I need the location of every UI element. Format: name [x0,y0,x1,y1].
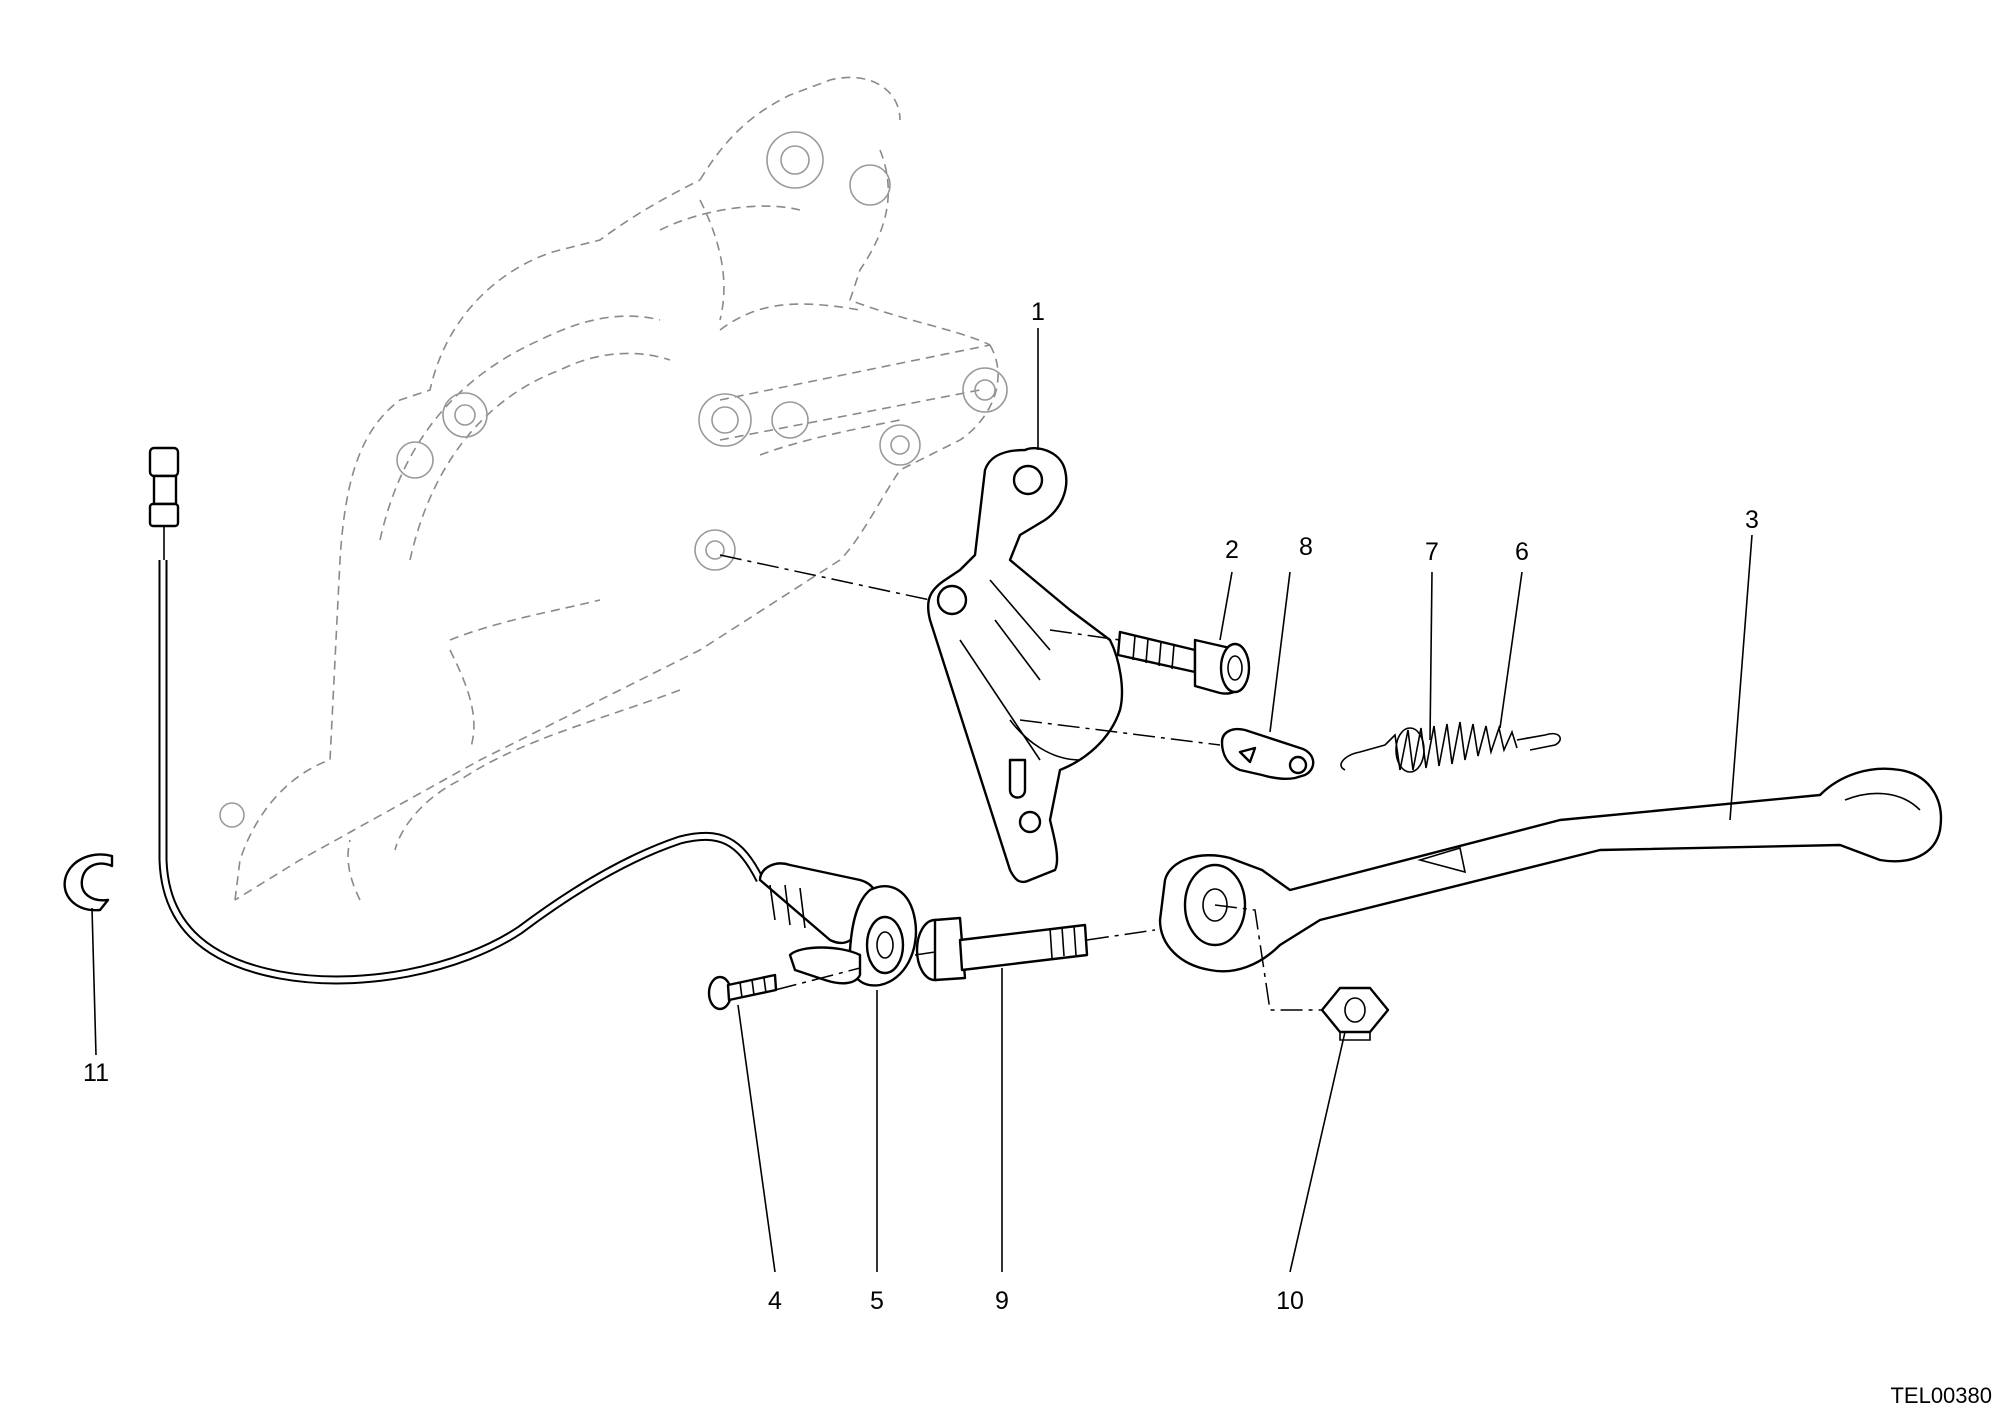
leader-lines [91,328,1753,1273]
callout-3: 3 [1745,506,1759,534]
callout-11: 11 [83,1059,109,1087]
callout-9: 9 [995,1287,1009,1315]
nut-icon [1320,986,1390,1041]
callout-6: 6 [1515,538,1529,566]
assembly-axes [719,554,1322,1011]
stand-switch-icon [758,862,918,987]
callout-labels: 1 2 3 4 5 6 7 8 9 10 11 [83,298,1759,1315]
engine-crankcase-outline [219,76,1008,901]
callout-5: 5 [870,1287,884,1315]
drawing-code: TEL00380 [1890,1383,1992,1408]
callout-1: 1 [1031,298,1045,326]
callout-4: 4 [768,1287,782,1315]
mounting-plate-icon [926,447,1124,884]
spring-bracket-icon [1220,728,1315,780]
small-screw-icon [707,973,778,1011]
callout-2: 2 [1225,536,1239,564]
wiring-harness-icon [148,446,765,985]
side-stand-leg-icon [1158,767,1943,973]
socket-screw-icon [1116,630,1251,695]
callout-8: 8 [1299,533,1313,561]
callout-7: 7 [1425,538,1439,566]
spring-icon [1340,721,1561,773]
pivot-bolt-icon [915,916,1089,982]
cable-clip-icon [63,853,114,912]
callout-10: 10 [1276,1287,1304,1315]
